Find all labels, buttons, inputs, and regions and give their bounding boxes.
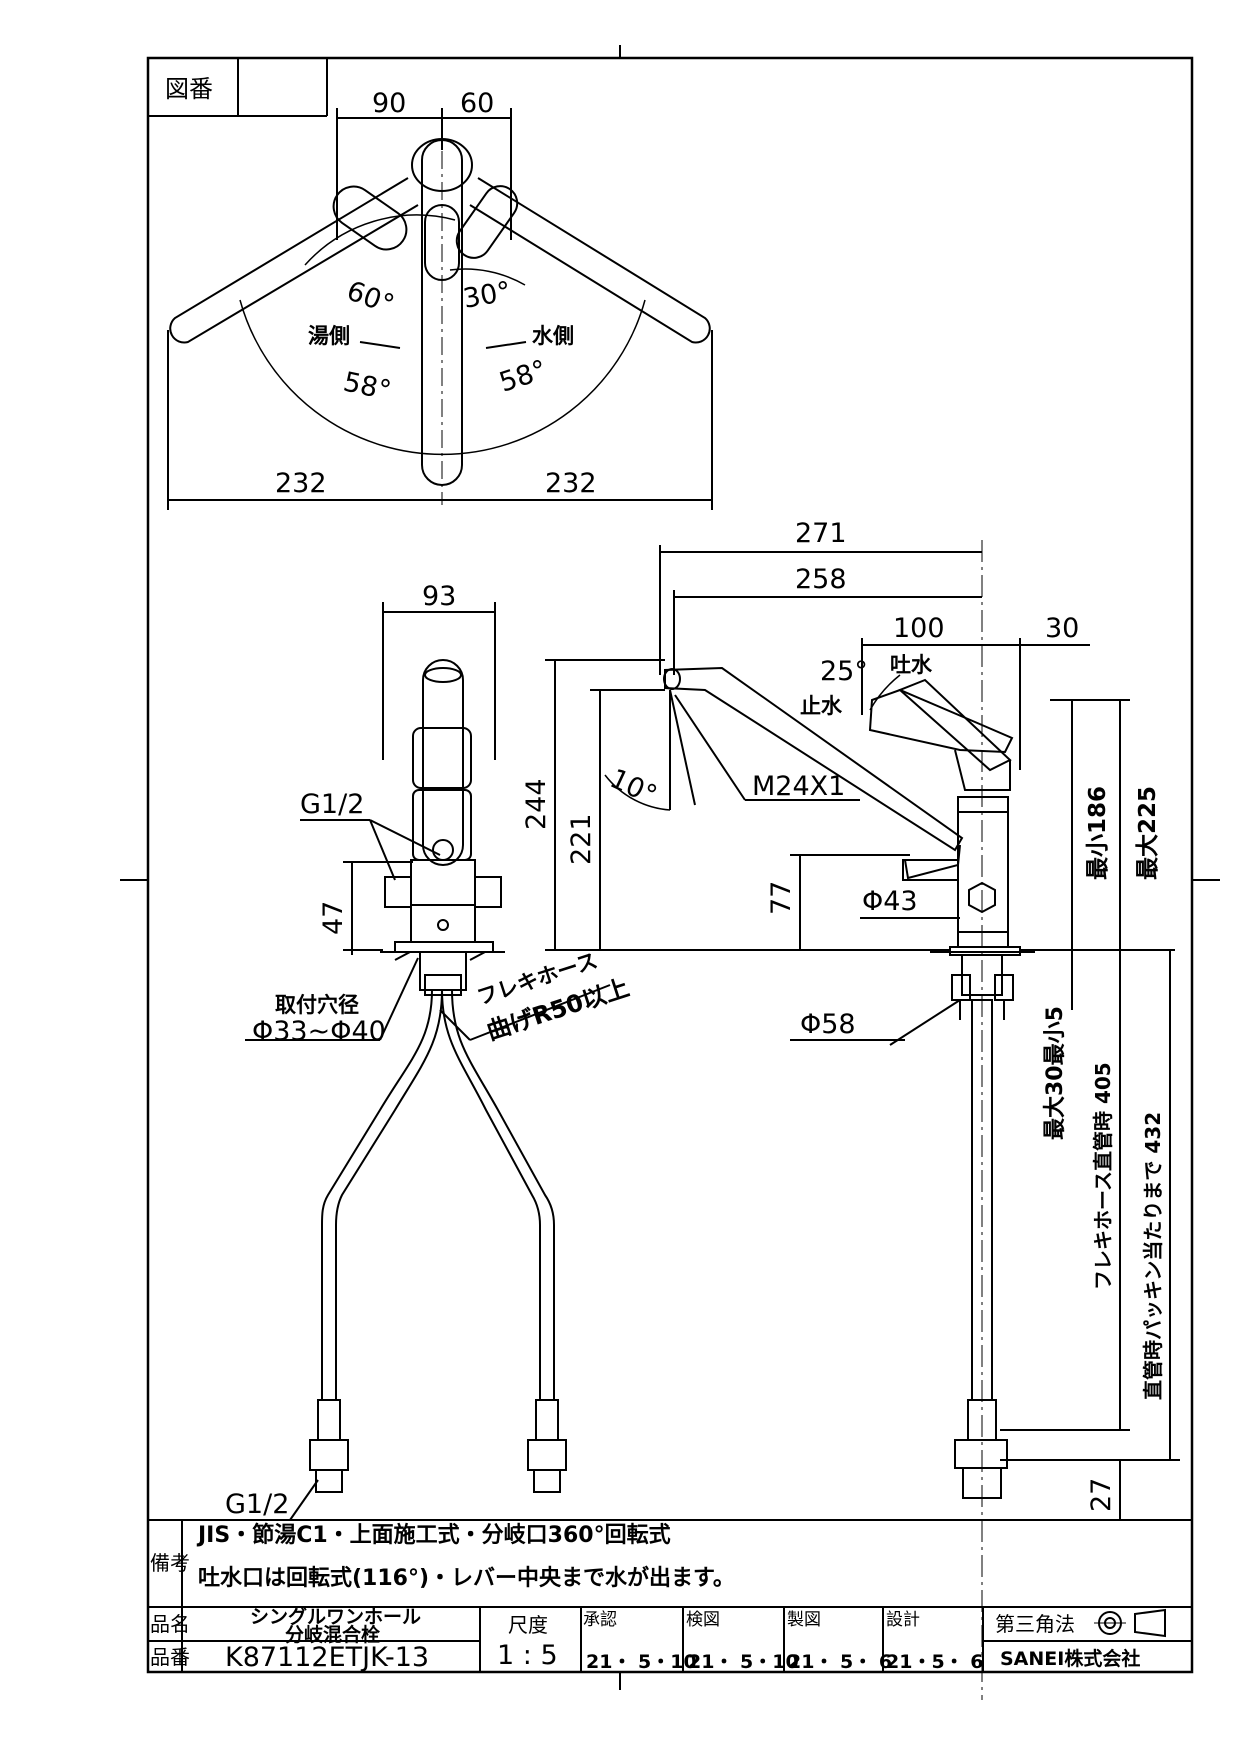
packing-432: 直管時パッキン当たりまで 432: [1141, 1112, 1165, 1400]
dim-271: 271: [795, 518, 847, 549]
dim-90: 90: [372, 88, 406, 119]
max-225: 最大225: [1135, 786, 1161, 880]
company-name: SANEI株式会社: [1000, 1647, 1140, 1670]
drawing-no-label: 図番: [165, 75, 213, 103]
sheet-border: [146, 56, 1194, 1674]
angle-58-left: 58°: [341, 367, 394, 407]
drafting-label: 製図: [787, 1610, 821, 1630]
hose-straight-405: フレキホース直管時 405: [1091, 1062, 1115, 1290]
part-no: K87112ETJK-13: [225, 1642, 429, 1673]
angle-60: 60°: [343, 275, 399, 320]
angle-30: 30°: [461, 276, 514, 315]
projection-label: 第三角法: [995, 1612, 1075, 1636]
top-view: [167, 108, 713, 510]
dim-47: 47: [318, 901, 349, 935]
dim-232-left: 232: [275, 468, 327, 499]
remarks-line2: 吐水口は回転式(116°)・レバー中央まで水が出ます。: [198, 1565, 735, 1591]
thread-bottom: G1/2: [225, 1489, 289, 1520]
dia-58: Φ58: [800, 1009, 856, 1040]
dim-93: 93: [422, 581, 456, 612]
scale-value: 1 : 5: [497, 1640, 558, 1671]
thread-m24: M24X1: [752, 771, 845, 802]
third-angle-projection-icon: [1094, 1608, 1166, 1638]
product-name-label: 品名: [150, 1612, 190, 1636]
hole-value: Φ33~Φ40: [252, 1016, 386, 1047]
dim-27: 27: [1086, 1478, 1117, 1512]
max30-min5: 最大30最小5: [1043, 1006, 1068, 1140]
drafting-date: 21・ 5・ 6: [788, 1651, 892, 1673]
dim-244: 244: [521, 778, 552, 830]
dim-258: 258: [795, 564, 847, 595]
approval-label: 承認: [583, 1610, 617, 1630]
cold-side: 水側: [532, 324, 574, 348]
scale-label: 尺度: [508, 1613, 548, 1637]
remarks-line1: JIS・節湯C1・上面施工式・分岐口360°回転式: [196, 1522, 671, 1548]
angle-25: 25°: [820, 656, 868, 687]
dim-100: 100: [893, 613, 945, 644]
check-date: 21・ 5・10: [688, 1651, 799, 1673]
spout-label: 吐水: [890, 653, 933, 677]
dim-232-right: 232: [545, 468, 597, 499]
front-view: [225, 602, 611, 1521]
dim-221: 221: [566, 813, 597, 865]
design-label: 設計: [886, 1610, 920, 1630]
product-name-line1: シングルワンホール: [250, 1605, 421, 1628]
dim-30: 30: [1045, 613, 1079, 644]
hot-side: 湯側: [308, 324, 350, 348]
stop-label: 止水: [800, 694, 843, 718]
product-name-line2: 分岐混合栓: [285, 1623, 380, 1646]
check-label: 検図: [686, 1610, 720, 1630]
approval-date: 21・ 5・10: [586, 1651, 697, 1673]
angle-58-right: 58°: [496, 354, 551, 398]
angle-10: 10°: [605, 763, 661, 811]
part-no-label: 品番: [150, 1645, 190, 1669]
min-186: 最小186: [1085, 786, 1111, 880]
design-date: 21・5・ 6: [886, 1651, 984, 1673]
remarks-label: 備考: [150, 1551, 190, 1575]
dim-60: 60: [460, 88, 494, 119]
thread-top: G1/2: [300, 789, 364, 820]
dia-43: Φ43: [862, 886, 918, 917]
dim-77: 77: [766, 881, 797, 915]
side-view: [545, 540, 1180, 1700]
hole-label: 取付穴径: [275, 993, 359, 1017]
